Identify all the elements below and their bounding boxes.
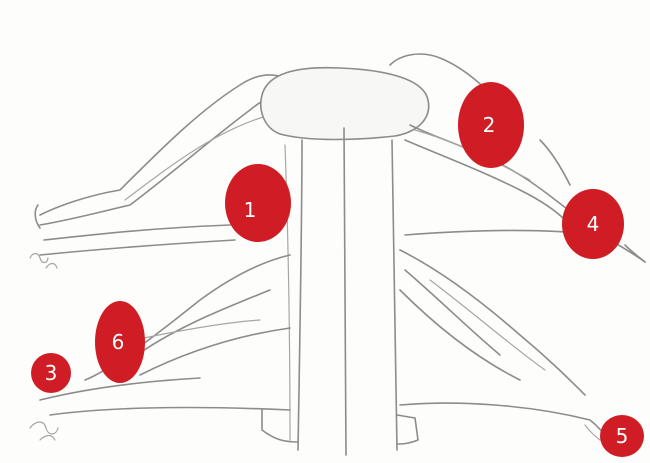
marker-2-label: 2 xyxy=(483,113,496,137)
marker-4: 4 xyxy=(562,189,624,259)
spinal-column xyxy=(262,128,418,455)
marker-1: 1 xyxy=(225,164,291,242)
marker-1-dot xyxy=(225,164,291,242)
marker-6: 6 xyxy=(95,301,145,383)
lower-left-nerve-bundle xyxy=(30,255,290,440)
marker-3: 3 xyxy=(31,353,71,393)
marker-5-label: 5 xyxy=(616,424,629,448)
marker-6-label: 6 xyxy=(112,330,125,354)
marker-4-label: 4 xyxy=(587,212,600,236)
marker-5: 5 xyxy=(600,415,644,457)
marker-1-label: 1 xyxy=(244,198,257,222)
lower-right-nerve-bundle xyxy=(400,250,608,440)
marker-3-label: 3 xyxy=(45,361,58,385)
marker-2: 2 xyxy=(458,82,524,168)
